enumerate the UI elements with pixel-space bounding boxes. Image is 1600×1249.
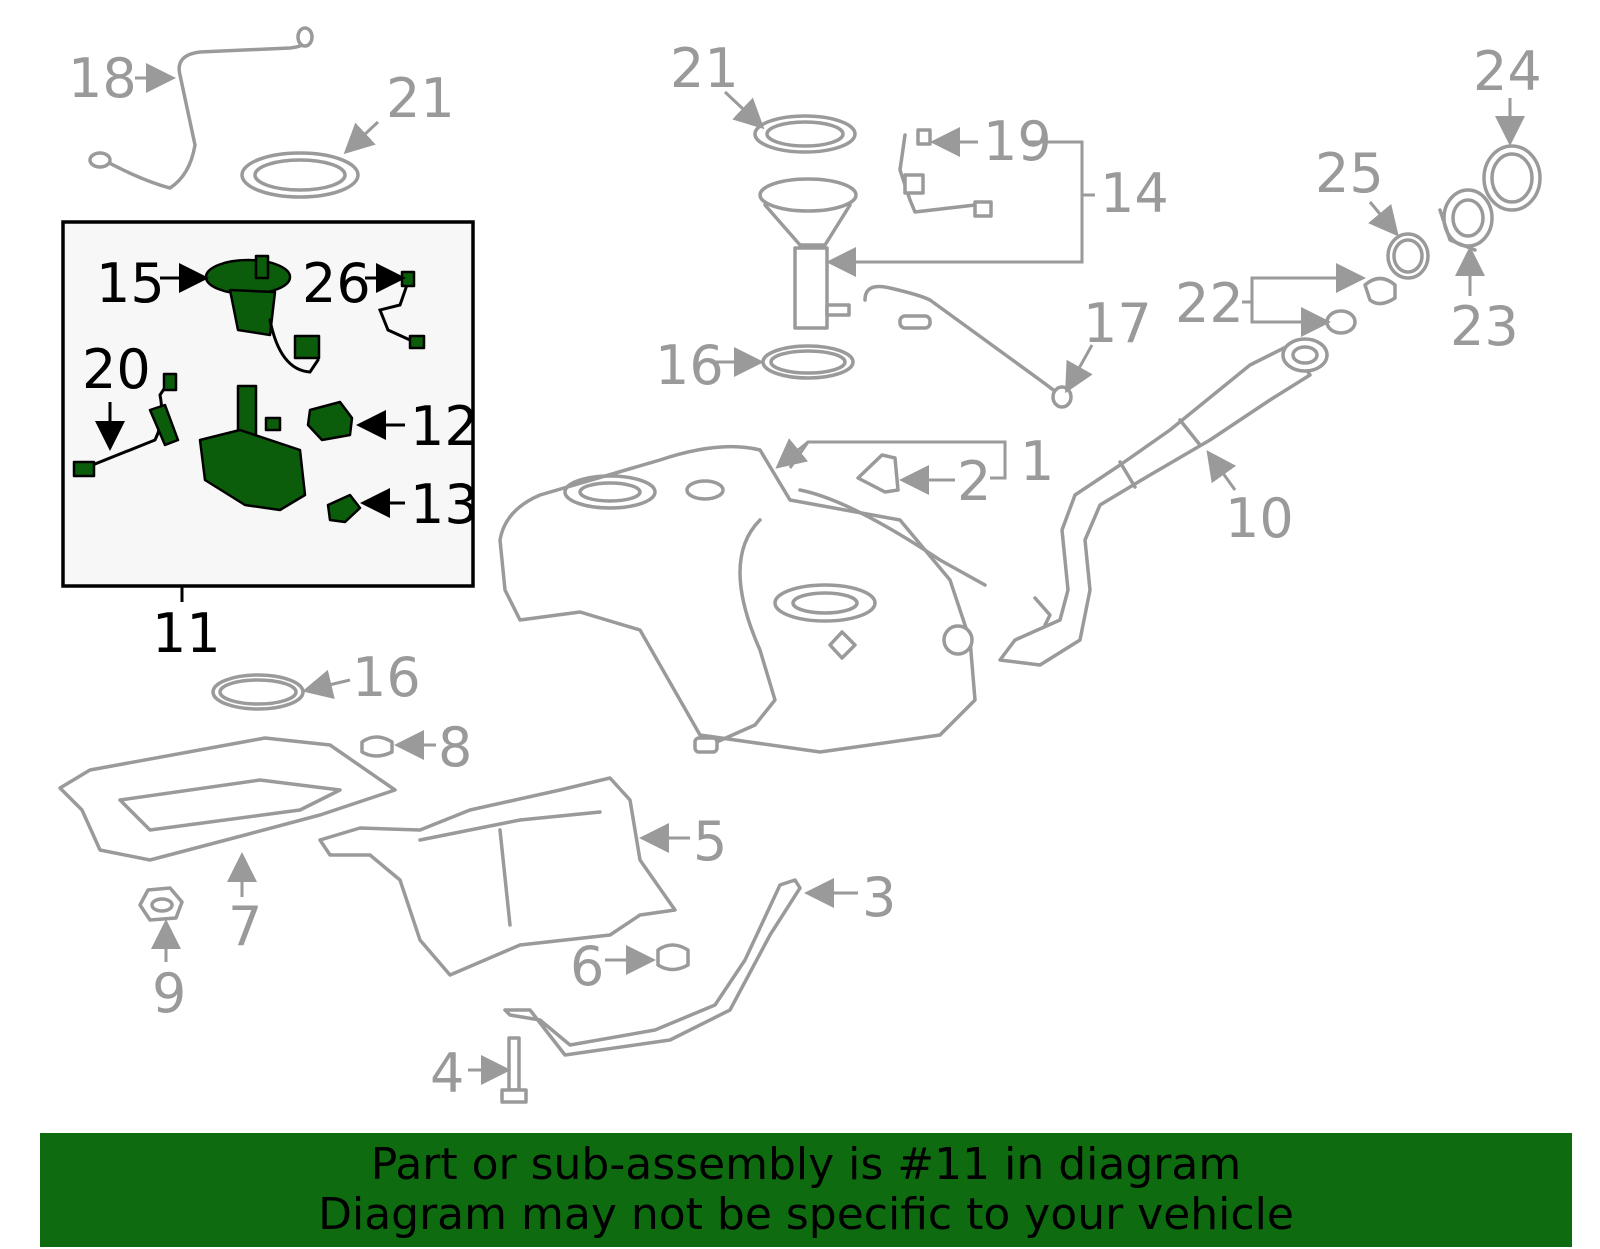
part-13-strainer bbox=[326, 493, 362, 524]
callout-8[interactable]: 8 bbox=[438, 716, 472, 779]
part-4-bolt: 4 bbox=[430, 1036, 528, 1105]
callout-1[interactable]: 1 bbox=[1020, 430, 1054, 493]
callout-11[interactable]: 11 bbox=[152, 602, 221, 665]
info-banner: Part or sub-assembly is #11 in diagram D… bbox=[40, 1133, 1572, 1247]
part-pump-module-body bbox=[198, 384, 307, 512]
callout-23[interactable]: 23 bbox=[1450, 295, 1519, 358]
callout-12[interactable]: 12 bbox=[410, 395, 479, 458]
part-21-lock-ring-right: 21 bbox=[670, 37, 857, 154]
callout-13[interactable]: 13 bbox=[410, 473, 479, 536]
part-8-cushion: 8 bbox=[360, 716, 472, 779]
callout-4[interactable]: 4 bbox=[430, 1042, 464, 1105]
callout-15[interactable]: 15 bbox=[96, 252, 165, 315]
part-1-fuel-tank: 1 bbox=[498, 430, 1054, 754]
part-14-pump-assembly: 14 bbox=[758, 140, 1169, 330]
callout-25[interactable]: 25 bbox=[1315, 142, 1384, 205]
callout-21-right[interactable]: 21 bbox=[670, 37, 739, 100]
callout-7[interactable]: 7 bbox=[228, 895, 262, 958]
callout-21-left[interactable]: 21 bbox=[386, 67, 455, 130]
banner-line-2: Diagram may not be specific to your vehi… bbox=[318, 1189, 1294, 1240]
part-18-vent-tube: 18 bbox=[68, 26, 314, 190]
part-19-harness: 19 bbox=[898, 110, 1052, 218]
part-20-sender bbox=[72, 372, 180, 478]
callout-16-right[interactable]: 16 bbox=[655, 334, 724, 397]
callout-19[interactable]: 19 bbox=[983, 110, 1052, 173]
part-5-heat-shield: 5 bbox=[318, 776, 727, 977]
parts-diagram: 18 21 11 15 26 bbox=[58, 26, 1542, 1105]
callout-9[interactable]: 9 bbox=[152, 962, 186, 1025]
callout-18[interactable]: 18 bbox=[68, 47, 137, 110]
callout-2[interactable]: 2 bbox=[957, 450, 991, 513]
part-7-protector: 7 bbox=[58, 736, 397, 958]
part-6-cushion: 6 bbox=[570, 935, 690, 998]
part-25-gasket: 25 bbox=[1315, 142, 1430, 280]
part-23-housing: 23 bbox=[1438, 188, 1519, 358]
callout-22[interactable]: 22 bbox=[1175, 272, 1244, 335]
callout-5[interactable]: 5 bbox=[693, 810, 727, 873]
callout-6[interactable]: 6 bbox=[570, 935, 604, 998]
part-3-strap: 3 bbox=[503, 866, 896, 1057]
part-12-filter bbox=[306, 400, 354, 442]
callout-17[interactable]: 17 bbox=[1083, 292, 1152, 355]
callout-26[interactable]: 26 bbox=[302, 252, 371, 315]
banner-line-1: Part or sub-assembly is #11 in diagram bbox=[370, 1139, 1242, 1190]
part-16-gasket-left: 16 bbox=[211, 646, 421, 711]
part-9-nut: 9 bbox=[138, 886, 186, 1025]
part-21-lock-ring-left: 21 bbox=[240, 67, 455, 199]
part-17-tube: 17 bbox=[863, 284, 1152, 409]
part-16-gasket-right: 16 bbox=[655, 334, 855, 397]
callout-14[interactable]: 14 bbox=[1100, 162, 1169, 225]
assembly-11-box: 11 15 26 20 bbox=[61, 220, 479, 665]
callout-20[interactable]: 20 bbox=[82, 338, 151, 401]
callout-16-left[interactable]: 16 bbox=[352, 646, 421, 709]
callout-3[interactable]: 3 bbox=[862, 866, 896, 929]
part-15-pump-cover bbox=[204, 254, 321, 374]
part-22-grommets: 22 bbox=[1175, 263, 1397, 337]
part-10-filler-pipe: 10 bbox=[998, 337, 1329, 667]
callout-24[interactable]: 24 bbox=[1473, 40, 1542, 103]
part-24-ring: 24 bbox=[1473, 40, 1542, 212]
part-2-bracket: 2 bbox=[856, 450, 991, 513]
callout-10[interactable]: 10 bbox=[1225, 487, 1294, 550]
